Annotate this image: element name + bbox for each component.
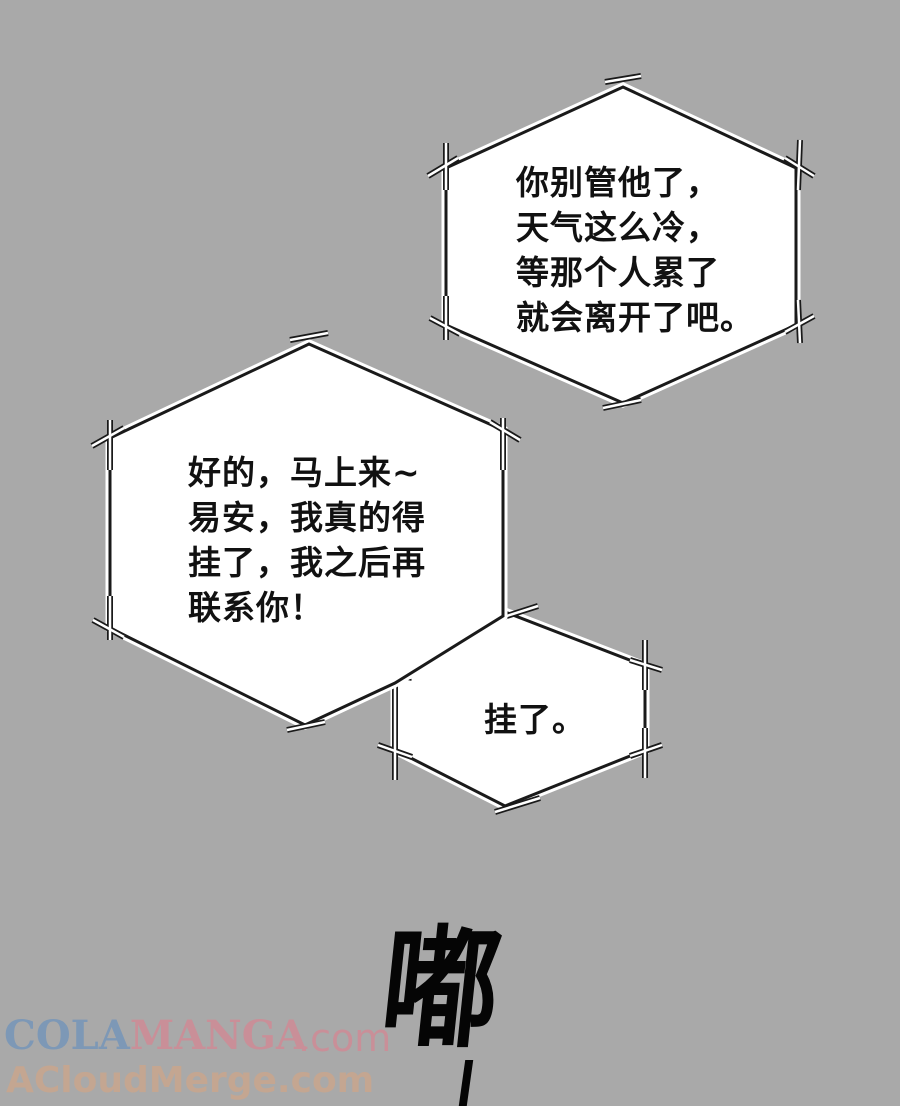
speech-bubble-3-text: 挂了。 bbox=[484, 697, 586, 742]
bubble-1-line-4: 就会离开了吧。 bbox=[516, 298, 754, 337]
speech-bubble-1-text: 你别管他了， 天气这么冷， 等那个人累了 就会离开了吧。 bbox=[516, 160, 754, 340]
bubble-2-line-3: 挂了，我之后再 bbox=[188, 543, 426, 582]
bubble-1-line-3: 等那个人累了 bbox=[516, 253, 720, 292]
bubble-1-line-2: 天气这么冷， bbox=[516, 208, 720, 247]
bubble-2-line-4: 联系你！ bbox=[188, 588, 324, 627]
bubble-2-line-1: 好的，马上来~ bbox=[188, 453, 421, 492]
speech-bubble-2-text: 好的，马上来~ 易安，我真的得 挂了，我之后再 联系你！ bbox=[188, 450, 426, 630]
bubble-2-line-2: 易安，我真的得 bbox=[188, 498, 426, 537]
speech-bubble-1-shape bbox=[426, 73, 816, 411]
watermark-manga: MANGA bbox=[129, 1012, 307, 1059]
sound-effect-text: 嘟 bbox=[373, 910, 505, 1067]
watermark-acloudmerge: ACloudMerge.com bbox=[6, 1060, 375, 1101]
bubble-3-line-1: 挂了。 bbox=[484, 700, 586, 739]
watermark-com: .com bbox=[298, 1016, 392, 1060]
speech-bubble-2-shape bbox=[90, 330, 522, 733]
watermark-colamanga: COLAMANGA bbox=[4, 1012, 307, 1059]
bubble-1-line-1: 你别管他了， bbox=[516, 163, 720, 202]
watermark-cola: COLA bbox=[4, 1012, 130, 1059]
